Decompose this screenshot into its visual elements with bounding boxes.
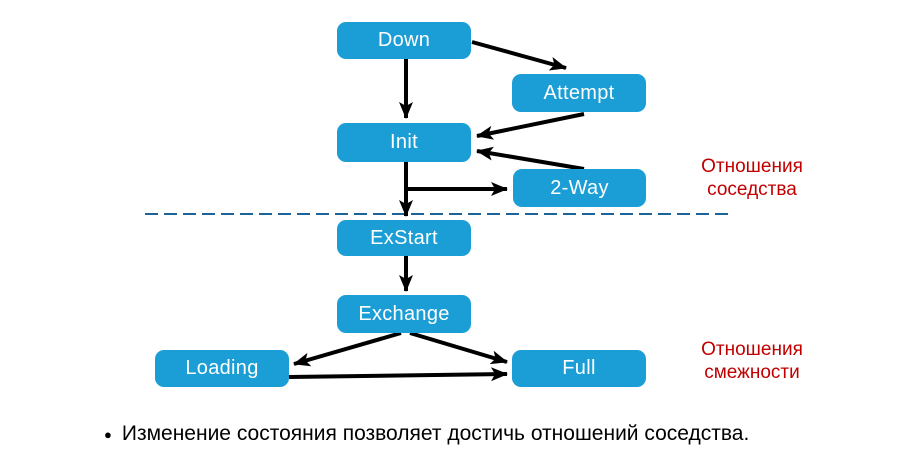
edge-exchange-loading (293, 331, 402, 367)
node-init: Init (337, 123, 471, 162)
edge-loading-full (288, 367, 508, 382)
edge-attempt-init (476, 112, 585, 140)
footer-note-text: Изменение состояния позволяет достичь от… (121, 422, 750, 445)
caption-adjacency-line2: смежности (704, 362, 800, 383)
bullet-icon: ● (104, 426, 112, 442)
node-exchange: Exchange (337, 295, 471, 333)
edge-exchange-full (409, 331, 508, 365)
node-down: Down (337, 22, 471, 59)
footer-note: ● Изменение состояния позволяет достичь … (104, 422, 749, 446)
edge-down-attempt (471, 40, 567, 71)
caption-neighbor-relations: Отношения соседства (687, 155, 817, 201)
caption-adjacency-line1: Отношения (701, 339, 803, 360)
node-loading: Loading (155, 350, 289, 387)
edge-2way-init (476, 146, 585, 171)
caption-adjacency-relations: Отношения смежности (687, 338, 817, 384)
caption-neighbor-line2: соседства (707, 179, 797, 200)
node-attempt: Attempt (512, 74, 646, 112)
node-2way: 2-Way (513, 169, 646, 207)
node-full: Full (512, 350, 646, 387)
node-exstart: ExStart (337, 220, 471, 256)
caption-neighbor-line1: Отношения (701, 156, 803, 177)
